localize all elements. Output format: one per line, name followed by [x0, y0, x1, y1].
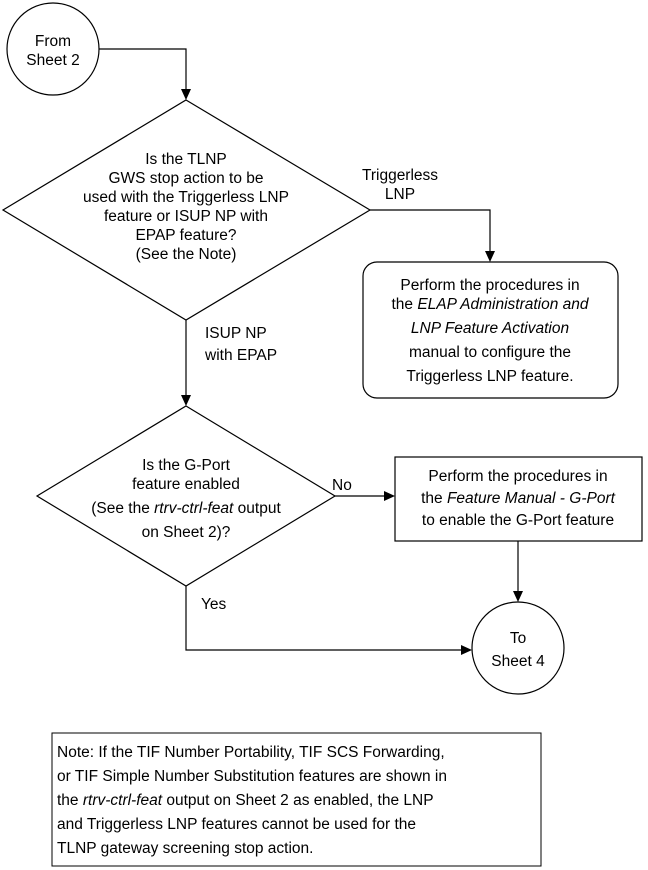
process-elap-admin: Perform the procedures in the ELAP Admin… [362, 261, 619, 399]
arrow-process2-to-sheet4 [513, 541, 523, 602]
from-sheet-connector: From Sheet 2 [6, 2, 100, 96]
decision1-line-4: feature or ISUP NP with [104, 208, 268, 225]
note-line-3: the rtrv-ctrl-feat output on Sheet 2 as … [57, 792, 434, 809]
to-sheet-connector: To Sheet 4 [471, 601, 565, 695]
arrow-from-to-decision1 [99, 48, 191, 100]
decision1-line-5: EPAP feature? [135, 227, 236, 244]
from-label-2: Sheet 2 [26, 52, 79, 69]
note-line-1: Note: If the TIF Number Portability, TIF… [57, 744, 445, 761]
process2-line-1: Perform the procedures in [428, 468, 607, 485]
process1-line-1: Perform the procedures in [400, 277, 579, 294]
process1-line-5: Triggerless LNP feature. [406, 368, 573, 385]
arrow-isup-branch [181, 320, 191, 406]
triggerless-branch-label-1: Triggerless [362, 167, 438, 184]
isup-branch-label-1: ISUP NP [205, 325, 267, 342]
decision-gport-enabled: Is the G-Port feature enabled (See the r… [35, 405, 337, 587]
note-box: Note: If the TIF Number Portability, TIF… [51, 732, 542, 867]
isup-branch-label-2: with EPAP [204, 347, 277, 364]
process-gport-manual: Perform the procedures in the Feature Ma… [394, 456, 643, 542]
process2-line-2: the Feature Manual - G-Port [421, 490, 616, 507]
from-label-1: From [35, 33, 71, 50]
to-label-1: To [510, 630, 526, 647]
note-line-5: TLNP gateway screening stop action. [57, 840, 313, 857]
no-branch-label: No [332, 477, 352, 494]
decision1-line-1: Is the TLNP [145, 151, 227, 168]
note-line-4: and Triggerless LNP features cannot be u… [57, 816, 416, 833]
decision1-line-6: (See the Note) [136, 246, 237, 263]
process2-line-3: to enable the G-Port feature [422, 512, 614, 529]
decision1-line-2: GWS stop action to be [108, 170, 263, 187]
decision1-line-3: used with the Triggerless LNP [83, 189, 289, 206]
arrow-triggerless-branch [370, 209, 495, 262]
to-label-2: Sheet 4 [491, 653, 545, 670]
yes-branch-label: Yes [201, 596, 227, 613]
process1-line-2: the ELAP Administration and [391, 296, 589, 313]
arrow-no-branch [335, 491, 395, 501]
process1-line-4: manual to configure the [409, 344, 571, 361]
decision2-line-4: on Sheet 2)? [142, 524, 231, 541]
decision2-line-3: (See the rtrv-ctrl-feat output [91, 500, 281, 517]
decision2-line-1: Is the G-Port [142, 457, 231, 474]
arrow-yes-branch [185, 586, 472, 655]
triggerless-branch-label-2: LNP [385, 186, 415, 203]
process1-line-3: LNP Feature Activation [411, 320, 569, 337]
decision-tlnp-gws: Is the TLNP GWS stop action to be used w… [1, 99, 372, 321]
note-line-2: or TIF Simple Number Substitution featur… [57, 768, 447, 785]
decision2-line-2: feature enabled [132, 476, 240, 493]
